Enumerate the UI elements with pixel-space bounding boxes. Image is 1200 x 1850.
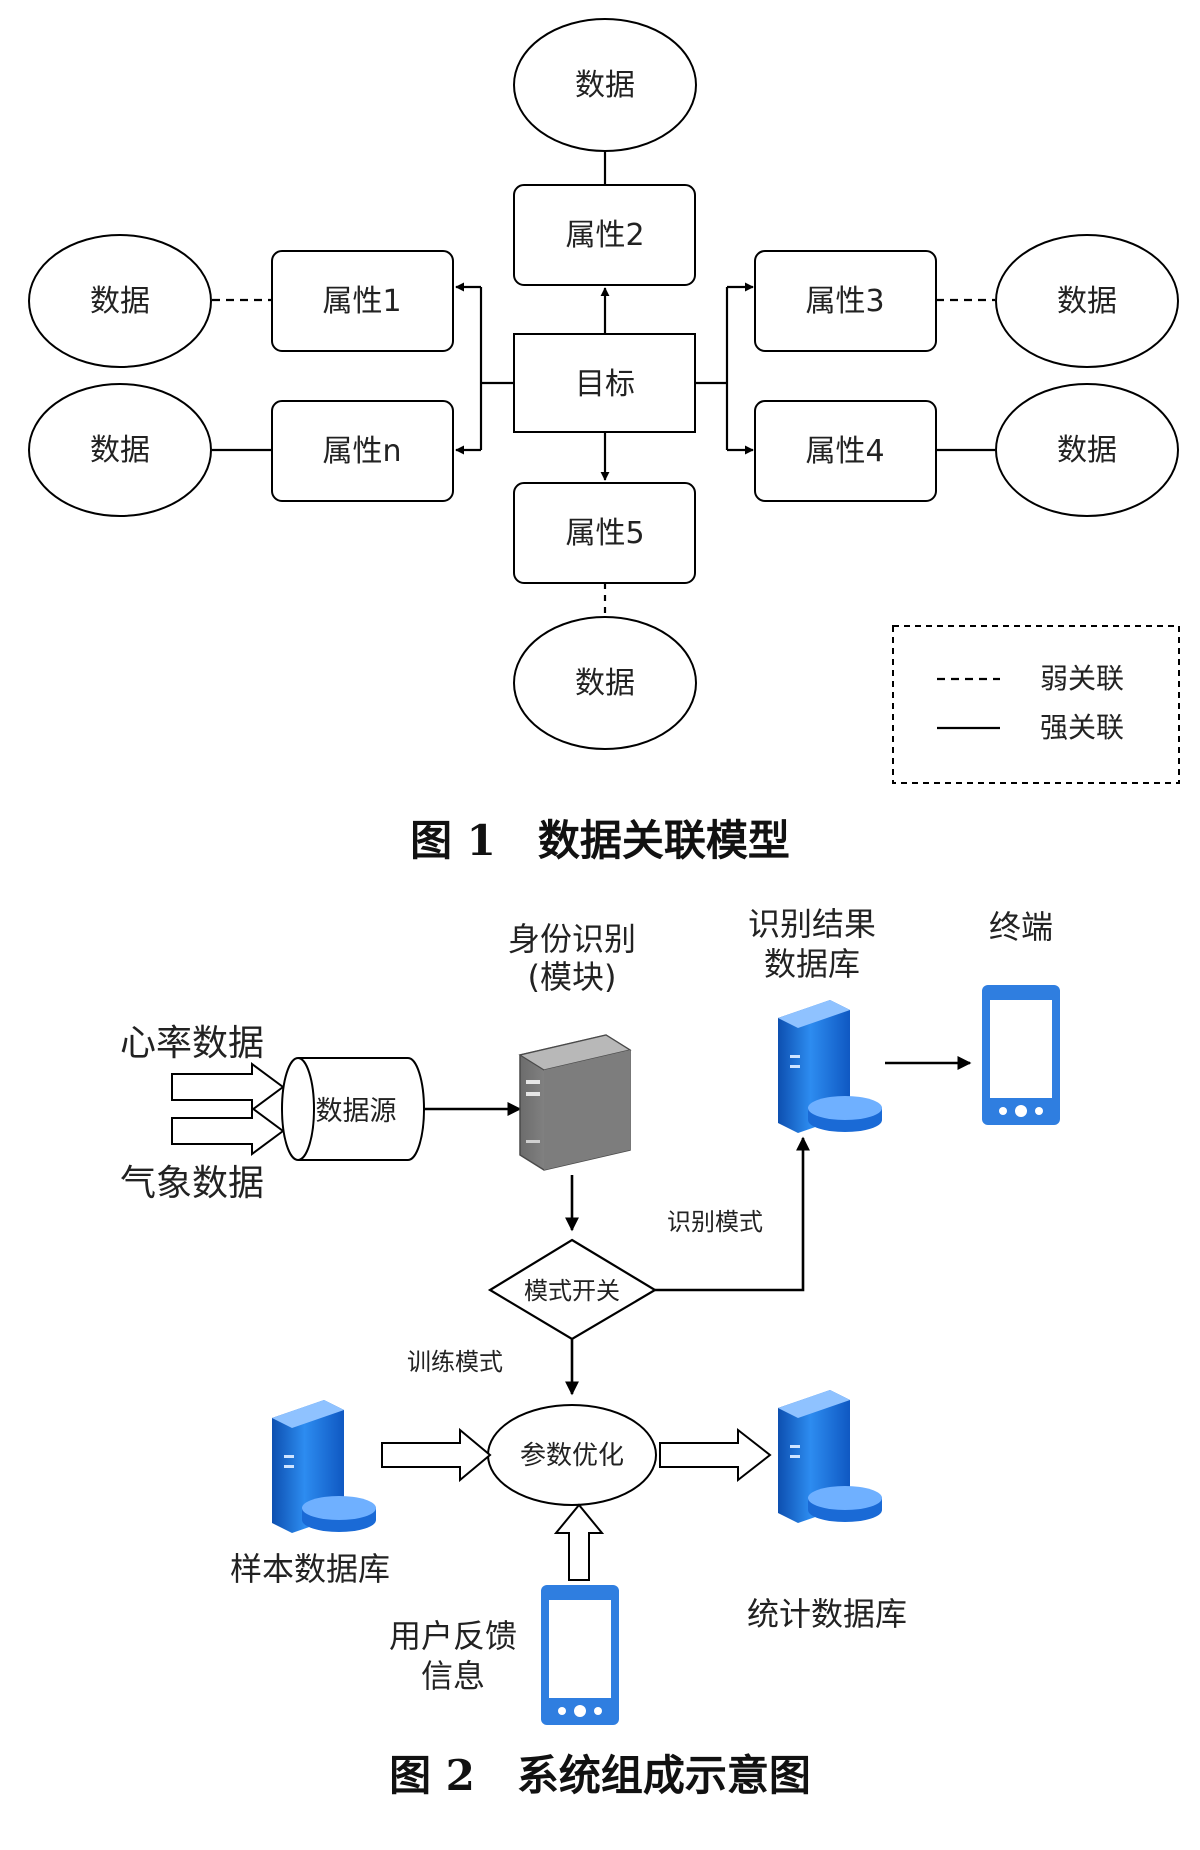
result-database-icon bbox=[778, 1000, 882, 1133]
data-node-left-1: 数据 bbox=[28, 234, 212, 368]
legend-strong-label: 强关联 bbox=[1040, 711, 1124, 744]
attribute-box-5: 属性5 bbox=[513, 482, 696, 584]
user-feedback-title: 用户反馈 bbox=[389, 1617, 517, 1655]
attribute-box-4: 属性4 bbox=[754, 400, 937, 502]
stats-database-icon bbox=[778, 1390, 882, 1523]
attribute-box-2: 属性2 bbox=[513, 184, 696, 286]
data-node-bottom: 数据 bbox=[513, 616, 697, 750]
attribute-box-n: 属性n bbox=[271, 400, 454, 502]
figure-2-system-composition: 心率数据 气象数据 数据源 身份识别 (模块) bbox=[120, 905, 1060, 1800]
fig2-connectors bbox=[424, 1056, 972, 1396]
attribute-label: 属性4 bbox=[805, 434, 884, 469]
result-db-title: 识别结果 bbox=[748, 905, 876, 943]
data-node-top: 数据 bbox=[513, 18, 697, 152]
heart-rate-data-label: 心率数据 bbox=[120, 1023, 264, 1064]
terminal-phone-icon bbox=[982, 985, 1060, 1125]
user-feedback-subtitle: 信息 bbox=[421, 1657, 485, 1695]
attribute-label: 属性1 bbox=[322, 284, 401, 319]
data-node-label: 数据 bbox=[575, 68, 635, 103]
attribute-box-1: 属性1 bbox=[271, 250, 454, 352]
data-node-label: 数据 bbox=[90, 433, 150, 468]
hollow-arrow-opt-to-stats bbox=[659, 1427, 772, 1483]
identity-module-title: 身份识别 bbox=[508, 920, 636, 958]
attribute-label: 属性5 bbox=[565, 516, 644, 551]
attribute-label: 属性2 bbox=[565, 218, 644, 253]
target-label: 目标 bbox=[575, 367, 635, 402]
fig1-connectors bbox=[212, 150, 995, 618]
stats-db-label: 统计数据库 bbox=[747, 1595, 907, 1633]
attribute-label: 属性n bbox=[322, 434, 401, 469]
mode-switch-diamond: 模式开关 bbox=[487, 1238, 658, 1341]
data-node-label: 数据 bbox=[575, 666, 635, 701]
attribute-label: 属性3 bbox=[805, 284, 884, 319]
legend-weak-label: 弱关联 bbox=[1040, 662, 1124, 695]
figure-1-data-association-model: 数据 数据 数据 数据 数据 数据 属性2 属性1 bbox=[28, 18, 1180, 865]
data-node-right-3: 数据 bbox=[995, 234, 1179, 368]
hollow-arrow-sample-to-opt bbox=[381, 1427, 492, 1483]
training-mode-label: 训练模式 bbox=[407, 1348, 503, 1376]
terminal-label: 终端 bbox=[989, 908, 1053, 946]
fig2-caption: 图 2 系统组成示意图 bbox=[389, 1751, 811, 1800]
arrow-switch-to-result-db bbox=[655, 1136, 810, 1292]
attribute-box-3: 属性3 bbox=[754, 250, 937, 352]
hollow-arrow-weather bbox=[171, 1106, 285, 1156]
data-source-cylinder: 数据源 bbox=[281, 1057, 425, 1161]
mode-switch-label: 模式开关 bbox=[524, 1277, 620, 1305]
sample-database-icon bbox=[272, 1400, 376, 1533]
data-node-left-n: 数据 bbox=[28, 383, 212, 517]
param-optimization-node: 参数优化 bbox=[487, 1404, 657, 1506]
target-box: 目标 bbox=[513, 333, 696, 433]
hollow-arrow-feedback-to-opt bbox=[553, 1503, 605, 1581]
data-node-label: 数据 bbox=[1057, 433, 1117, 468]
identity-server-icon bbox=[518, 1034, 632, 1171]
hollow-arrow-heart-rate bbox=[171, 1062, 285, 1112]
data-node-label: 数据 bbox=[90, 284, 150, 319]
sample-db-label: 样本数据库 bbox=[230, 1550, 390, 1588]
data-node-label: 数据 bbox=[1057, 284, 1117, 319]
fig1-legend: 弱关联 强关联 bbox=[892, 625, 1180, 784]
data-node-right-4: 数据 bbox=[995, 383, 1179, 517]
identity-module-subtitle: (模块) bbox=[528, 958, 617, 996]
data-source-label: 数据源 bbox=[316, 1096, 397, 1127]
fig1-caption: 图 1 数据关联模型 bbox=[410, 816, 790, 865]
weather-data-label: 气象数据 bbox=[120, 1163, 264, 1204]
param-opt-label: 参数优化 bbox=[520, 1441, 624, 1471]
recognition-mode-label: 识别模式 bbox=[667, 1208, 763, 1236]
result-db-subtitle: 数据库 bbox=[764, 945, 860, 983]
feedback-phone-icon bbox=[541, 1585, 619, 1725]
